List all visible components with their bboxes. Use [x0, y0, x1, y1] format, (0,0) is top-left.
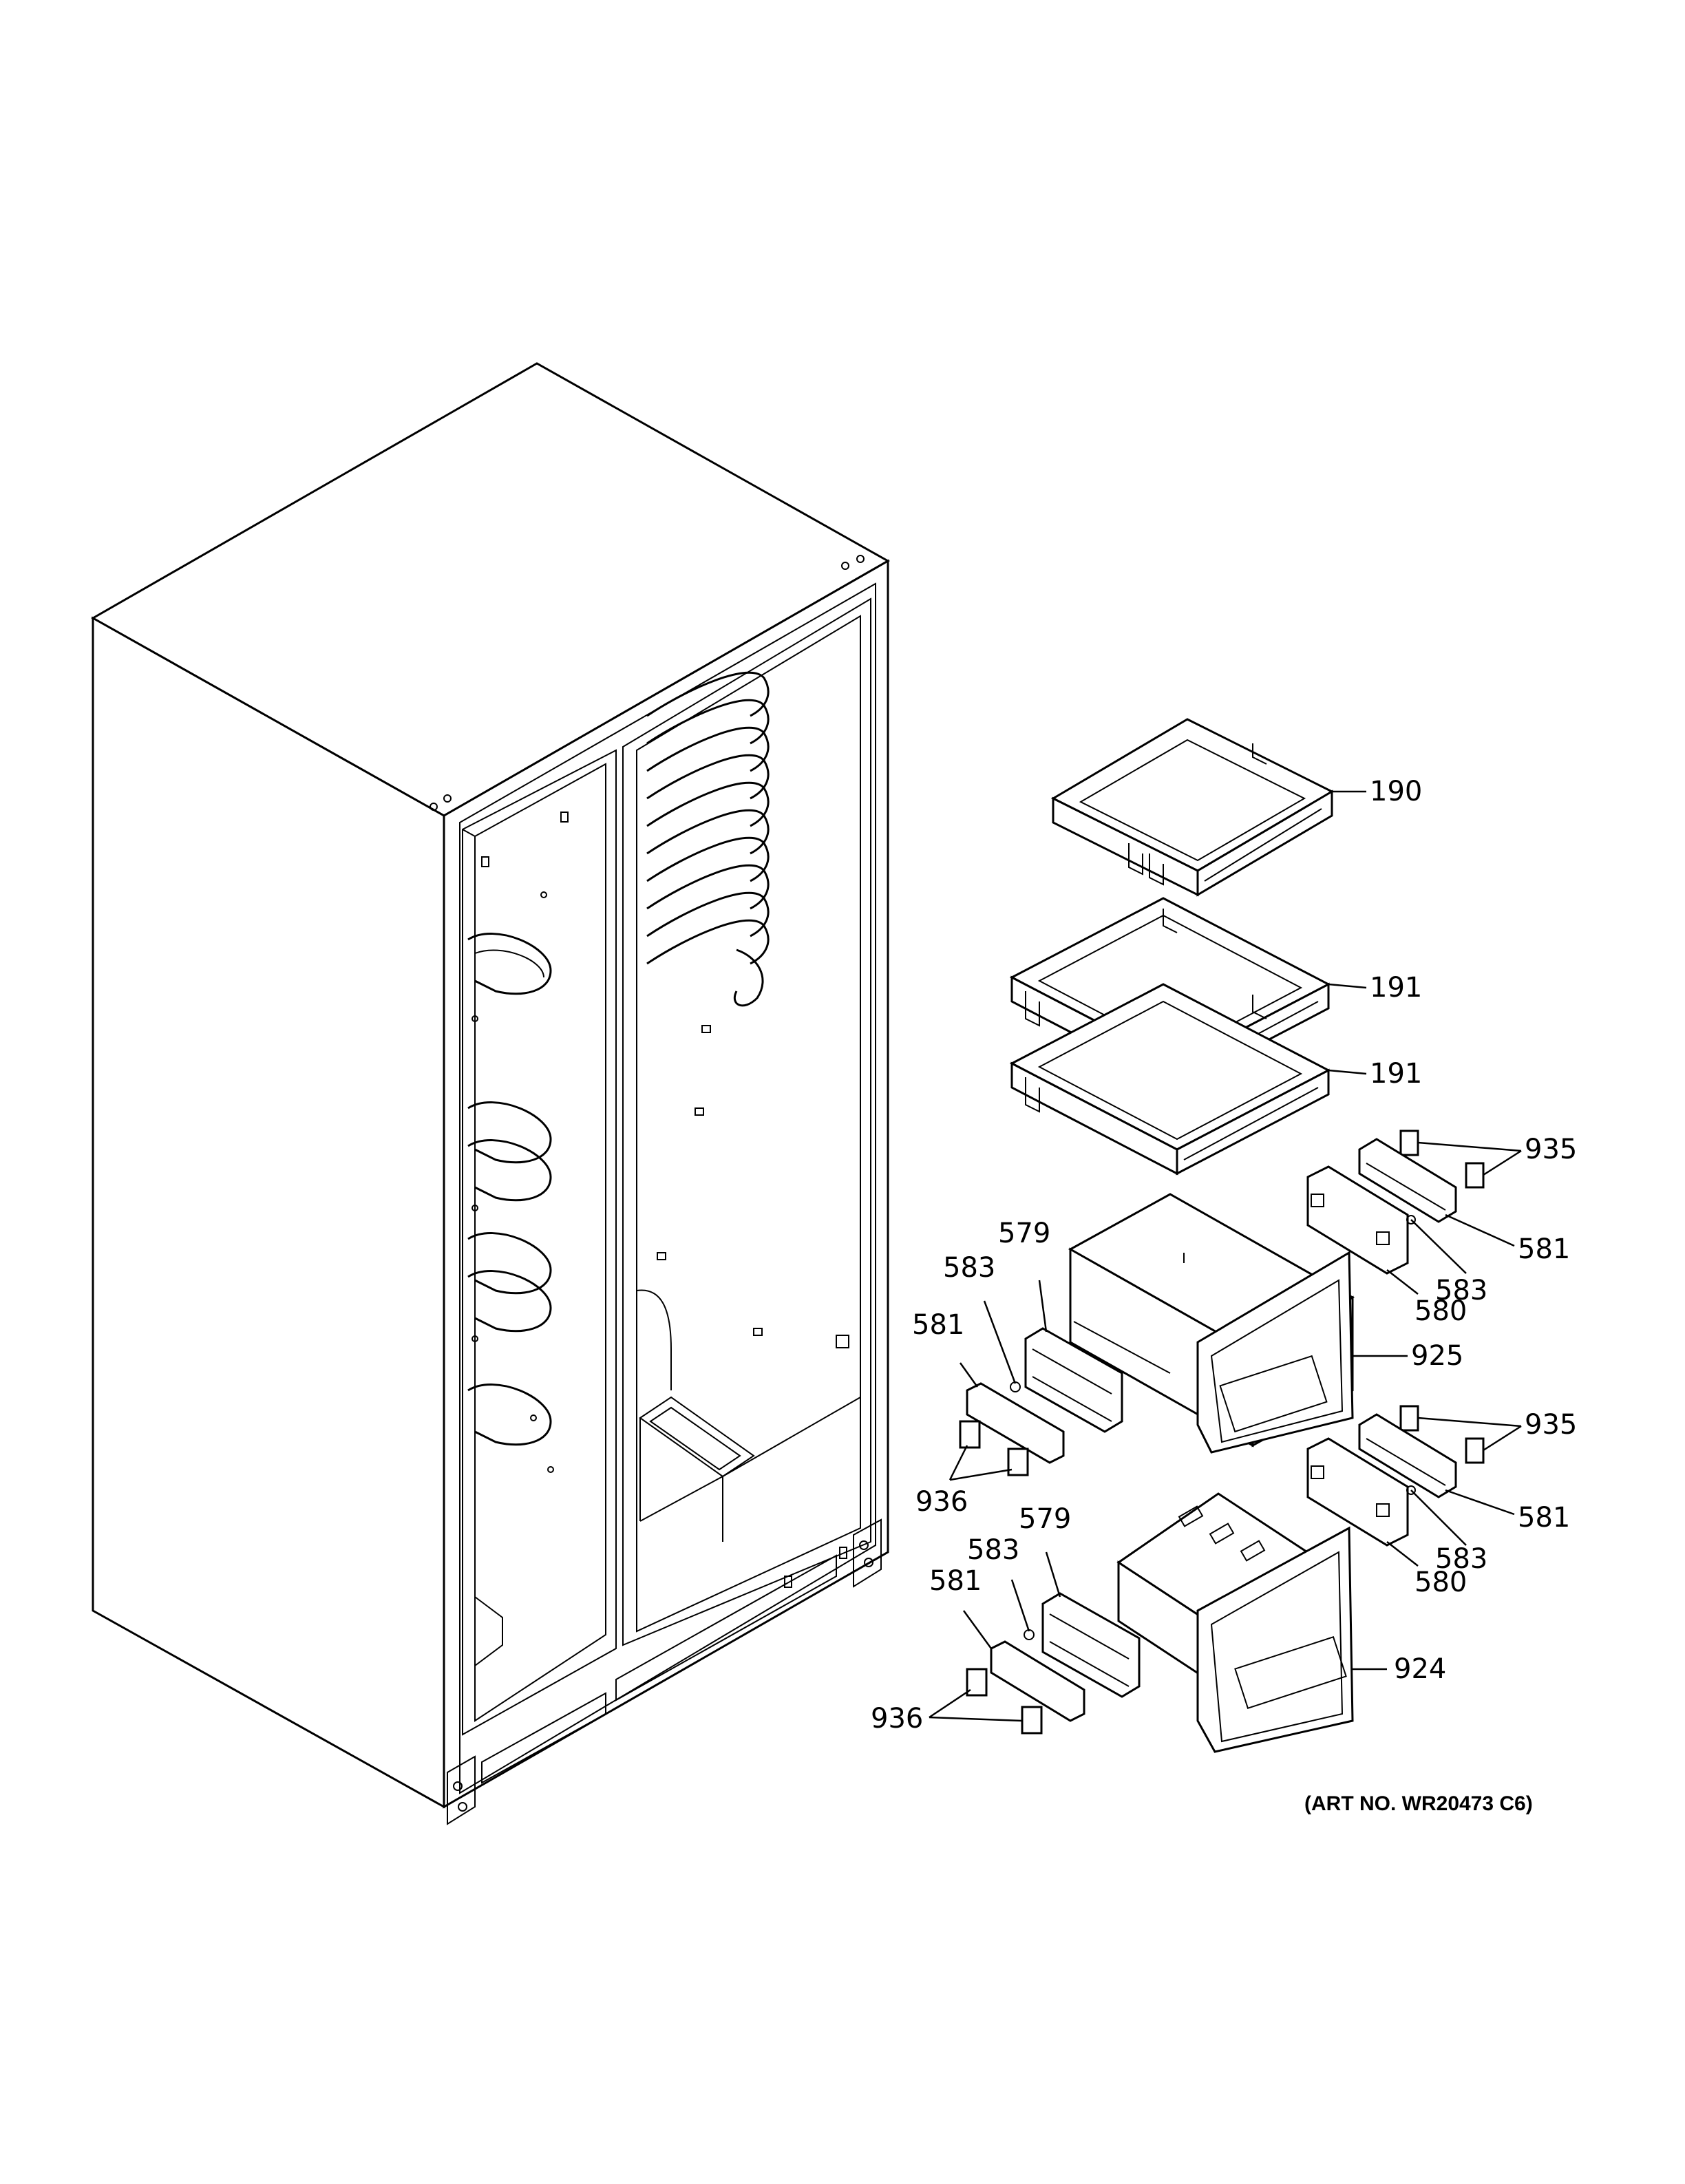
callout-936-upper: 936	[915, 1486, 968, 1518]
refrigerator-cabinet	[90, 362, 891, 1825]
callout-924: 924	[1394, 1653, 1446, 1685]
callout-583-left-upper: 583	[943, 1252, 995, 1284]
shelf-190	[1050, 718, 1335, 897]
drawer-925	[1068, 1193, 1355, 1454]
callout-580-upper: 580	[1414, 1295, 1467, 1327]
callout-580-lower: 580	[1414, 1567, 1467, 1598]
callout-581-left-upper: 581	[912, 1309, 964, 1341]
callout-583-right-lower: 583	[1435, 1543, 1487, 1575]
callout-936-lower: 936	[871, 1703, 923, 1735]
callout-579-lower: 579	[1019, 1503, 1071, 1535]
freezer-compartment	[462, 749, 617, 1736]
callout-935-lower: 935	[1525, 1409, 1577, 1441]
base-grille	[447, 1518, 882, 1825]
callout-583-right-upper: 583	[1435, 1275, 1487, 1306]
shelf-191-lower	[1009, 983, 1331, 1176]
callout-190: 190	[1370, 776, 1422, 807]
art-number: (ART NO. WR20473 C6)	[1304, 1792, 1533, 1815]
callout-579-upper: 579	[998, 1218, 1050, 1249]
callout-labels: 190 191 191 935 581 583 580 579 583 581 …	[871, 776, 1577, 1735]
drawer-slide-left-upper	[959, 1327, 1123, 1476]
drawer-slide-right-upper	[1306, 1130, 1485, 1275]
leader-lines	[929, 790, 1522, 1722]
fresh-food-compartment	[622, 597, 871, 1646]
callout-583-left-lower: 583	[967, 1534, 1019, 1566]
callout-191-upper: 191	[1370, 972, 1422, 1004]
callout-935-upper: 935	[1525, 1134, 1577, 1165]
drawer-924	[1116, 1492, 1354, 1753]
callout-191-lower: 191	[1370, 1058, 1422, 1090]
drawer-slide-right-lower	[1306, 1405, 1485, 1547]
callout-581-right-upper: 581	[1518, 1233, 1570, 1265]
callout-581-left-lower: 581	[929, 1565, 982, 1597]
callout-581-right-lower: 581	[1518, 1502, 1570, 1534]
callout-925: 925	[1411, 1340, 1463, 1372]
drawer-slide-left-lower	[966, 1592, 1141, 1735]
